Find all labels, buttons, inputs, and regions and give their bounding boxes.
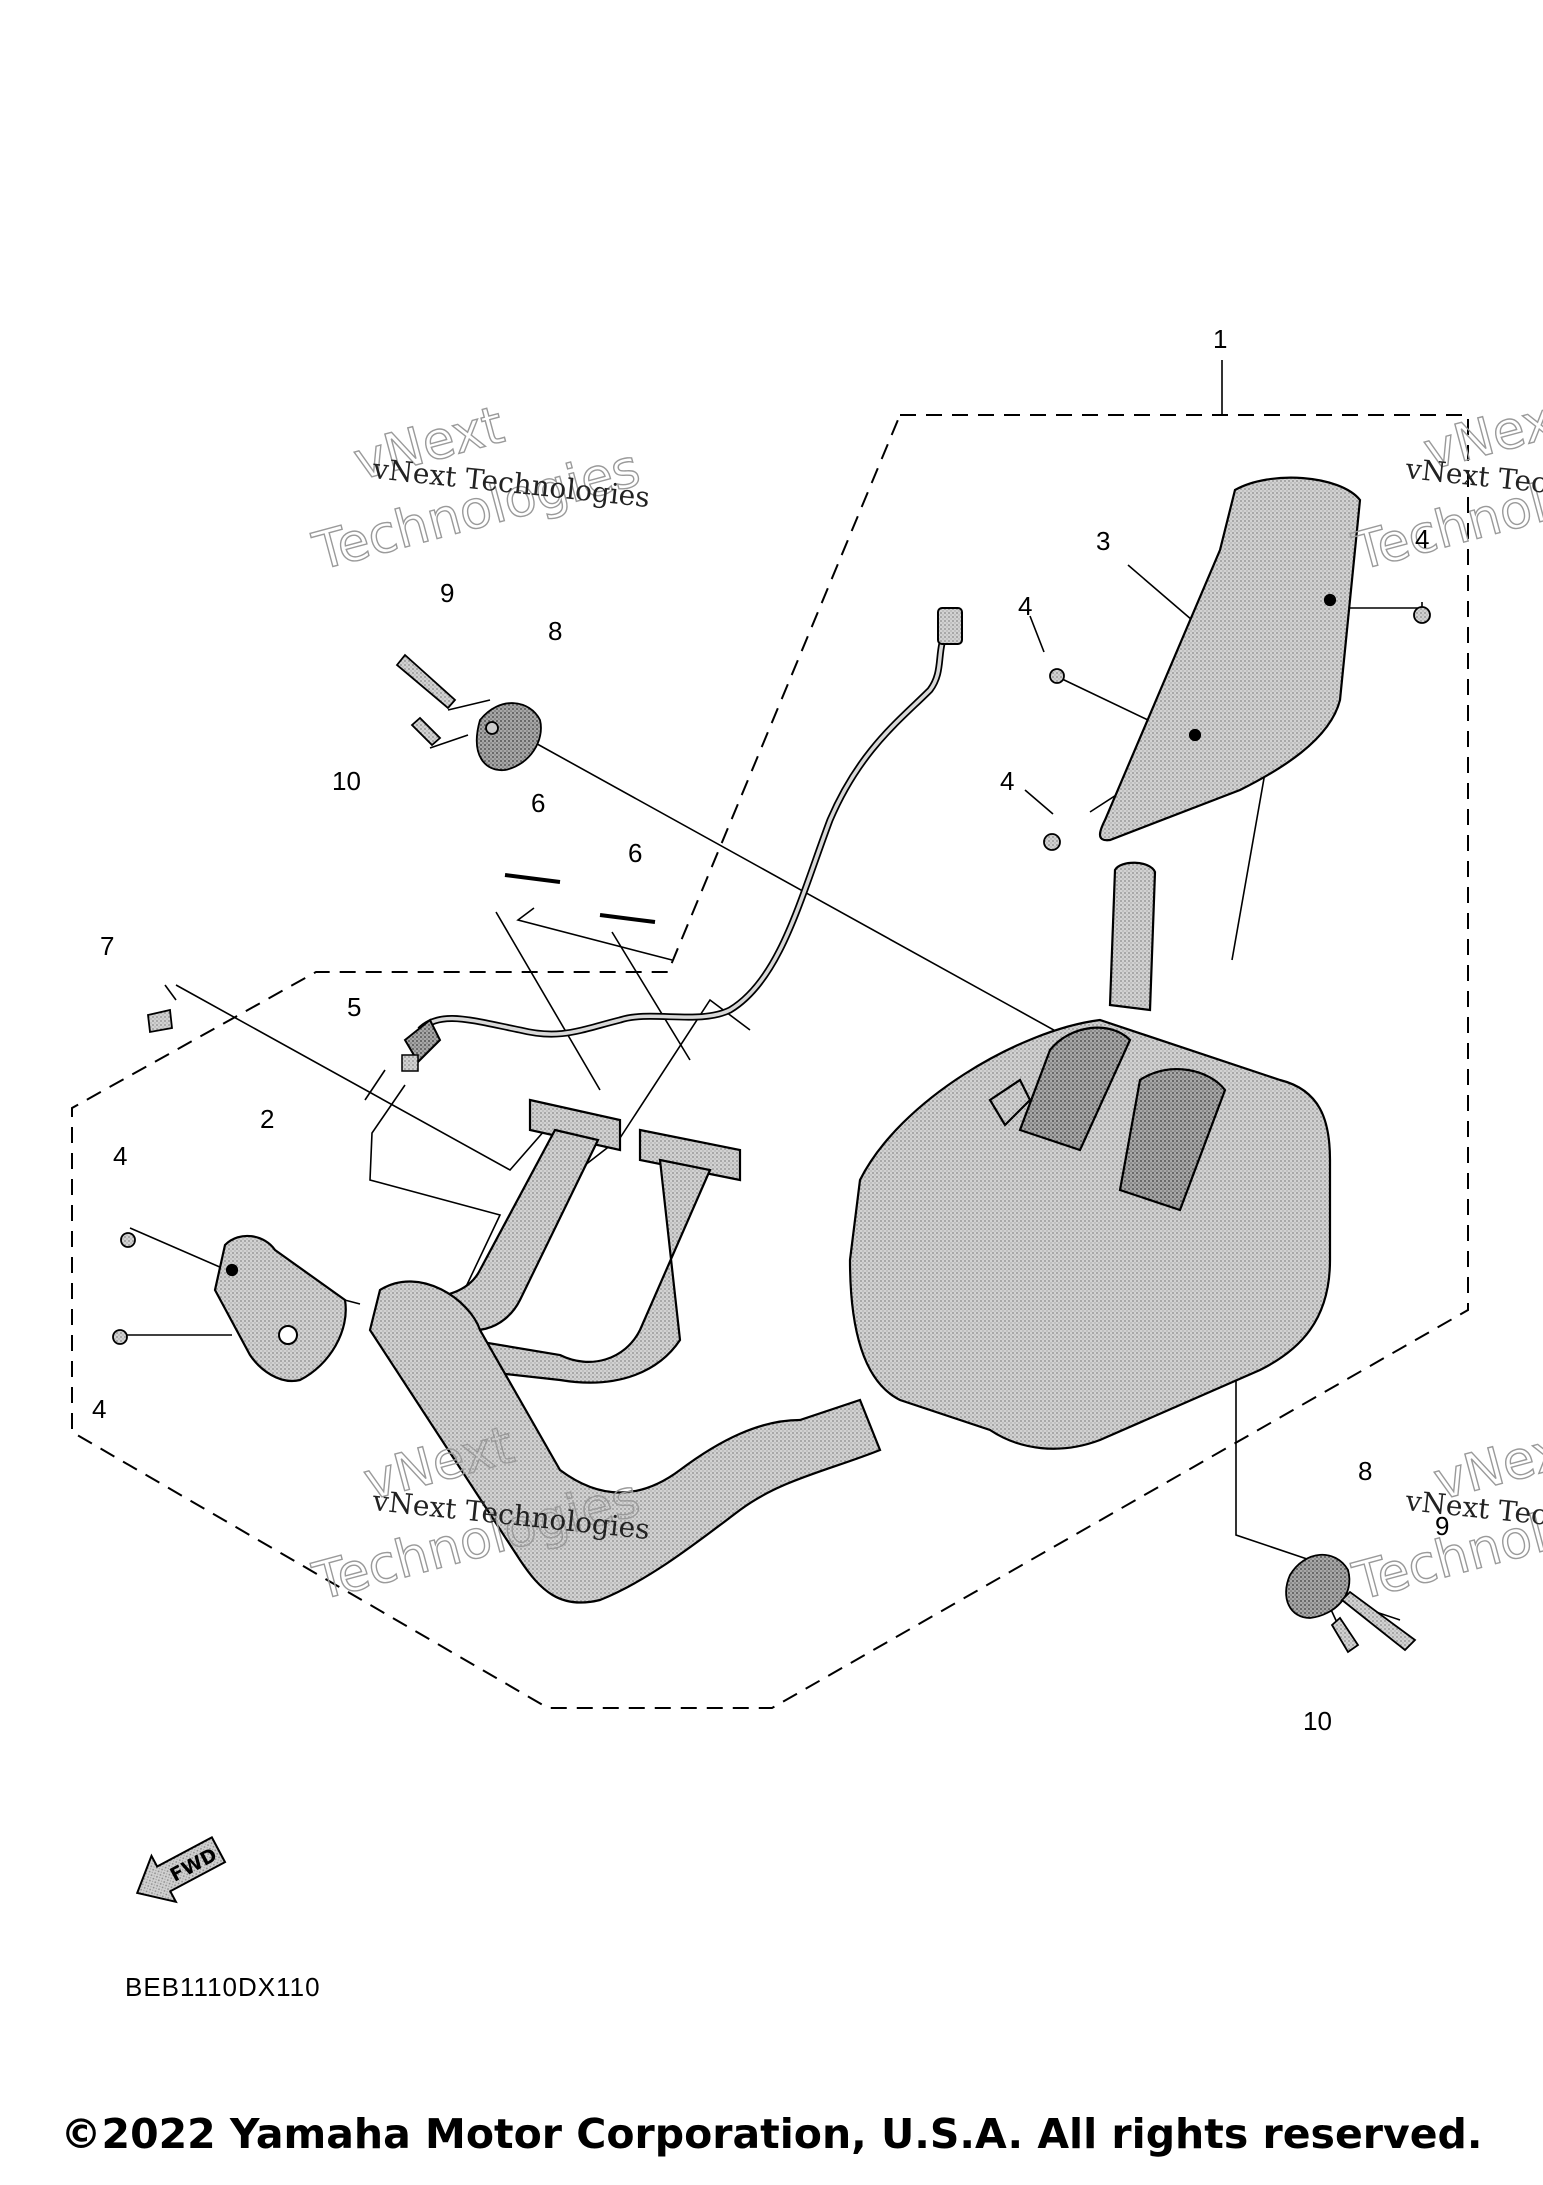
callout-2: 2 bbox=[260, 1104, 274, 1134]
bolt-4-e bbox=[112, 1329, 128, 1345]
muffler-opening-1 bbox=[1018, 1026, 1132, 1152]
muffler-bracket bbox=[988, 1078, 1032, 1127]
bolt-4-d bbox=[120, 1232, 136, 1248]
muffler-opening-2 bbox=[1118, 1068, 1227, 1212]
bolt-10 bbox=[410, 716, 442, 747]
callout-4-c: 4 bbox=[1415, 524, 1429, 554]
sensor-wire bbox=[417, 626, 952, 1038]
callout-10-bottom: 10 bbox=[1303, 1706, 1332, 1736]
callout-8-bottom: 8 bbox=[1358, 1456, 1372, 1486]
heat-protector-3 bbox=[1098, 476, 1362, 842]
clamp-6a bbox=[504, 873, 561, 884]
bolt-9-lower bbox=[1340, 1590, 1417, 1652]
header-pipes bbox=[368, 1098, 882, 1604]
callout-4-d: 4 bbox=[113, 1141, 127, 1171]
bolt-4-b bbox=[1043, 833, 1061, 851]
damper-8 bbox=[475, 702, 542, 771]
header-collector bbox=[368, 1280, 882, 1604]
callout-6-b: 6 bbox=[628, 838, 642, 868]
callout-1: 1 bbox=[1213, 324, 1227, 354]
callout-4-e: 4 bbox=[92, 1394, 106, 1424]
copyright-notice: ©2022 Yamaha Motor Corporation, U.S.A. A… bbox=[60, 2110, 1483, 2158]
hardware bbox=[112, 606, 1431, 1654]
gasket-7 bbox=[147, 1008, 173, 1034]
diagram-code: BEB1110DX110 bbox=[125, 1972, 321, 2002]
muffler bbox=[848, 861, 1332, 1450]
callout-9-bottom: 9 bbox=[1435, 1511, 1449, 1541]
callout-9-top: 9 bbox=[440, 578, 454, 608]
bolt-4-a bbox=[1049, 668, 1065, 684]
o2-sensor-part bbox=[401, 607, 963, 1072]
assembly-outline bbox=[71, 414, 1469, 1709]
watermark: vNext Technologies vNext Technologies vN… bbox=[306, 385, 1543, 1614]
bolt-9 bbox=[395, 653, 457, 710]
muffler-outlet bbox=[1108, 861, 1157, 1012]
damper-8-lower bbox=[1285, 1553, 1351, 1619]
callout-8-top: 8 bbox=[548, 616, 562, 646]
bolt-10-lower bbox=[1330, 1616, 1360, 1654]
callout-4-b: 4 bbox=[1000, 766, 1014, 796]
callout-labels: 1 2 3 4 4 4 4 4 5 6 6 7 8 8 9 9 10 10 bbox=[92, 324, 1449, 1736]
header-flange-1 bbox=[528, 1098, 622, 1152]
sensor-connector bbox=[937, 607, 963, 645]
clamp-6b bbox=[599, 913, 656, 924]
fwd-arrow-icon: FWD bbox=[135, 1836, 227, 1904]
muffler-assembly-boundary bbox=[71, 414, 1469, 1709]
callout-5: 5 bbox=[347, 992, 361, 1022]
callout-4-a: 4 bbox=[1018, 591, 1032, 621]
heat-protector-2 bbox=[213, 1234, 347, 1383]
header-flange-2 bbox=[638, 1128, 742, 1182]
callout-3: 3 bbox=[1096, 526, 1110, 556]
callout-10-top: 10 bbox=[332, 766, 361, 796]
callout-7: 7 bbox=[100, 931, 114, 961]
bolt-4-c bbox=[1413, 606, 1431, 624]
callout-6-a: 6 bbox=[531, 788, 545, 818]
